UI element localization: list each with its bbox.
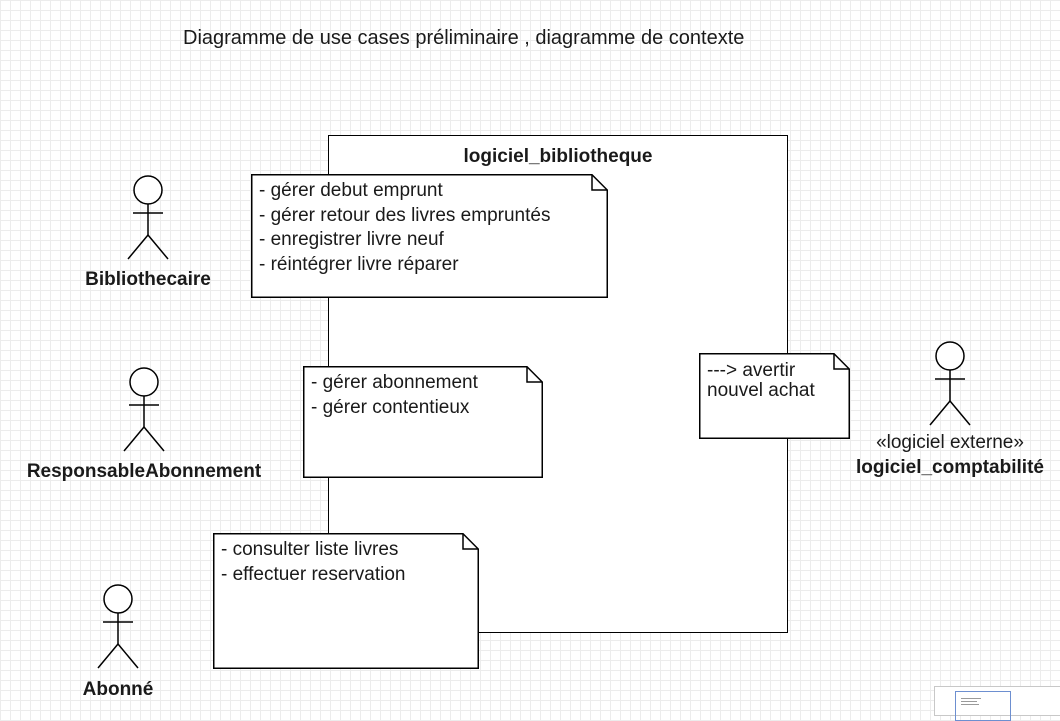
note-shape xyxy=(213,533,479,669)
note-line: - gérer retour des livres empruntés xyxy=(259,204,551,226)
actor-name: ResponsableAbonnement xyxy=(26,461,262,482)
note-comptabilite[interactable]: ---> avertir nouvel achat xyxy=(699,353,850,439)
note-line: - gérer contentieux xyxy=(311,396,470,418)
note-shape xyxy=(251,174,608,298)
stick-figure-icon xyxy=(929,341,971,426)
note-line: nouvel achat xyxy=(707,380,815,401)
outline-minimap[interactable] xyxy=(934,686,1060,721)
actor-stereotype: «logiciel externe» xyxy=(876,432,1024,453)
note-shape xyxy=(699,353,850,439)
system-name: logiciel_bibliotheque xyxy=(463,146,653,167)
stick-figure-icon xyxy=(97,584,139,669)
note-line: - gérer abonnement xyxy=(311,372,478,393)
stick-figure-icon xyxy=(123,367,165,452)
actor-name: Bibliothecaire xyxy=(85,269,211,290)
actor-name: Abonné xyxy=(82,679,154,700)
minimap-viewport[interactable] xyxy=(955,691,1011,721)
note-bibliothecaire[interactable]: - gérer debut emprunt - gérer retour des… xyxy=(251,174,608,298)
minimap-line xyxy=(961,698,981,699)
stick-figure-icon xyxy=(127,175,169,260)
minimap-line xyxy=(961,701,977,702)
note-line: - réintégrer livre réparer xyxy=(259,253,459,275)
actor-name: logiciel_comptabilité xyxy=(856,457,1044,478)
note-line: - enregistrer livre neuf xyxy=(259,229,444,250)
note-line: - effectuer reservation xyxy=(221,563,406,585)
note-abonne[interactable]: - consulter liste livres - effectuer res… xyxy=(213,533,479,669)
note-line: - consulter liste livres xyxy=(221,539,399,560)
note-line: ---> avertir xyxy=(707,360,796,381)
note-abonnement[interactable]: - gérer abonnement - gérer contentieux xyxy=(303,366,543,478)
diagram-title: Diagramme de use cases préliminaire , di… xyxy=(183,27,745,49)
diagram-canvas: Diagramme de use cases préliminaire , di… xyxy=(26,27,1060,721)
minimap-line xyxy=(961,704,979,705)
note-shape xyxy=(303,366,543,478)
note-line: - gérer debut emprunt xyxy=(259,180,443,201)
